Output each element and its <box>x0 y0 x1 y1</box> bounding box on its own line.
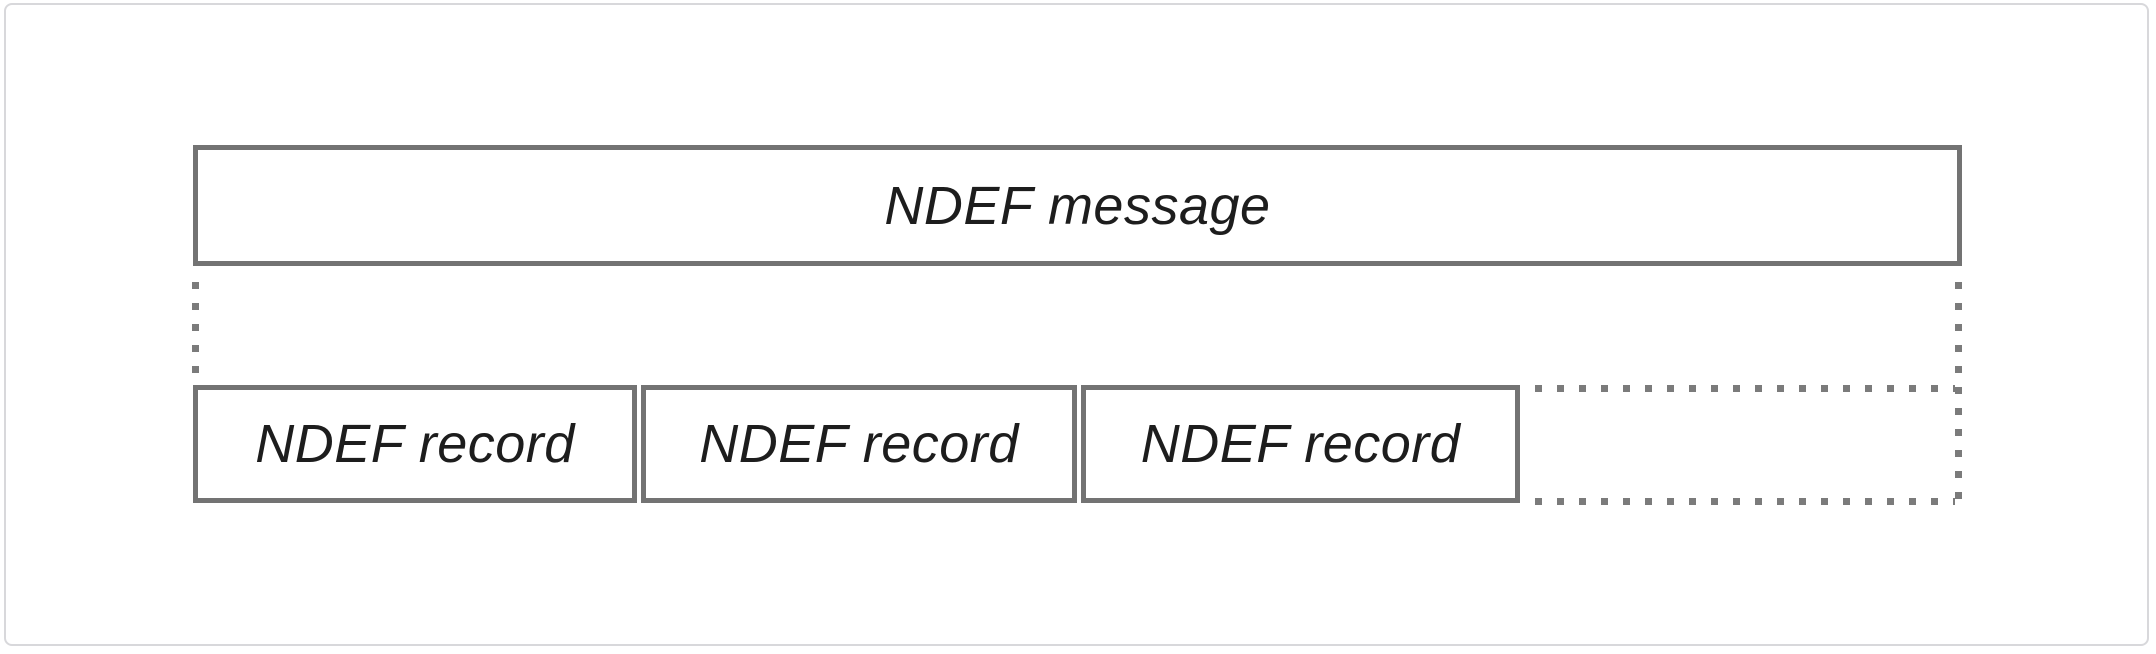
ndef-record-label: NDEF record <box>699 414 1019 474</box>
dotted-connector-left <box>192 282 199 383</box>
ndef-message-label: NDEF message <box>884 175 1271 236</box>
diagram-card-frame <box>4 3 2149 646</box>
dotted-connector-right <box>1955 282 1962 510</box>
dotted-continuation-top <box>1535 385 1955 392</box>
ndef-record-label: NDEF record <box>255 414 575 474</box>
ndef-record-box-2: NDEF record <box>641 385 1077 503</box>
dotted-continuation-bottom <box>1535 498 1955 505</box>
ndef-record-box-3: NDEF record <box>1081 385 1520 503</box>
ndef-message-box: NDEF message <box>193 145 1962 266</box>
ndef-record-label: NDEF record <box>1140 414 1461 474</box>
ndef-record-box-1: NDEF record <box>193 385 637 503</box>
